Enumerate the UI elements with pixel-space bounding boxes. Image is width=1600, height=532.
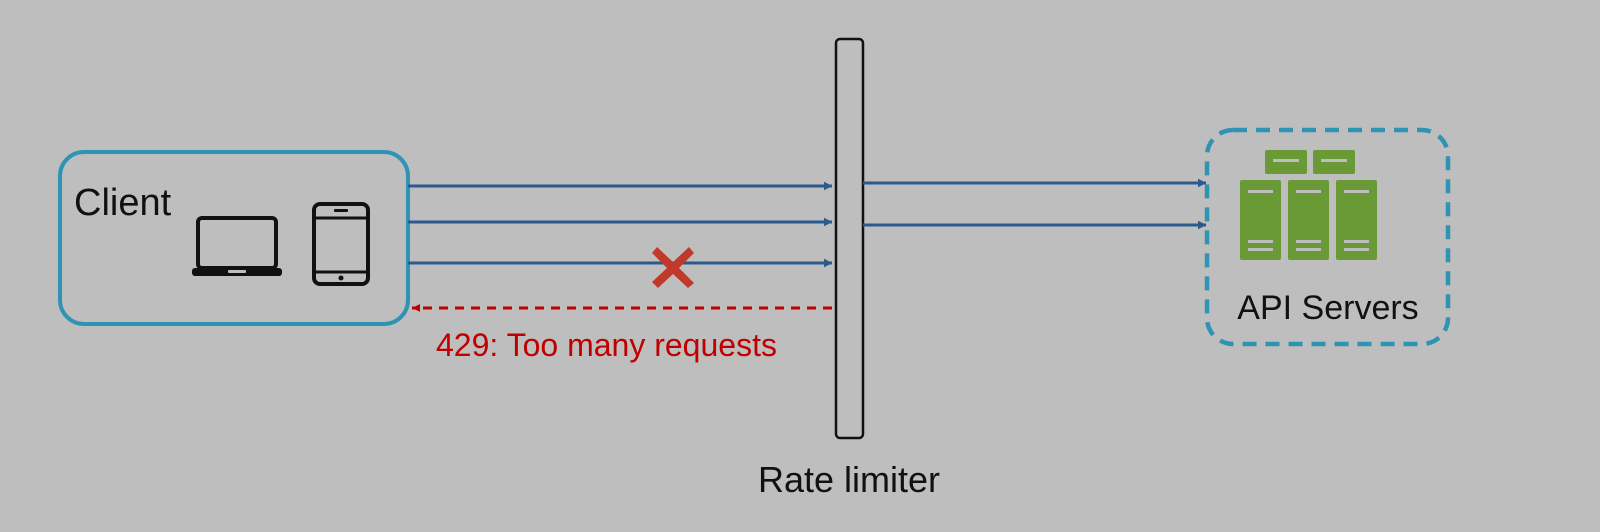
client-node: Client <box>58 150 410 326</box>
api-servers-node: API Servers <box>1204 127 1451 347</box>
rate-limiter-bar <box>834 37 865 440</box>
laptop-icon <box>192 216 282 276</box>
api-servers-box <box>1204 127 1451 347</box>
request-arrows <box>408 186 832 263</box>
rate-limiter-label: Rate limiter <box>758 459 940 500</box>
rejection-label: 429: Too many requests <box>436 327 777 363</box>
api-servers-label: API Servers <box>1237 289 1418 327</box>
client-label: Client <box>74 182 172 224</box>
client-box <box>58 150 410 326</box>
cross-icon <box>652 247 694 288</box>
phone-icon <box>312 202 370 286</box>
forward-arrows <box>863 183 1206 225</box>
rate-limiter-node: Rate limiter <box>758 37 940 500</box>
server-rack-icon <box>1240 150 1377 260</box>
